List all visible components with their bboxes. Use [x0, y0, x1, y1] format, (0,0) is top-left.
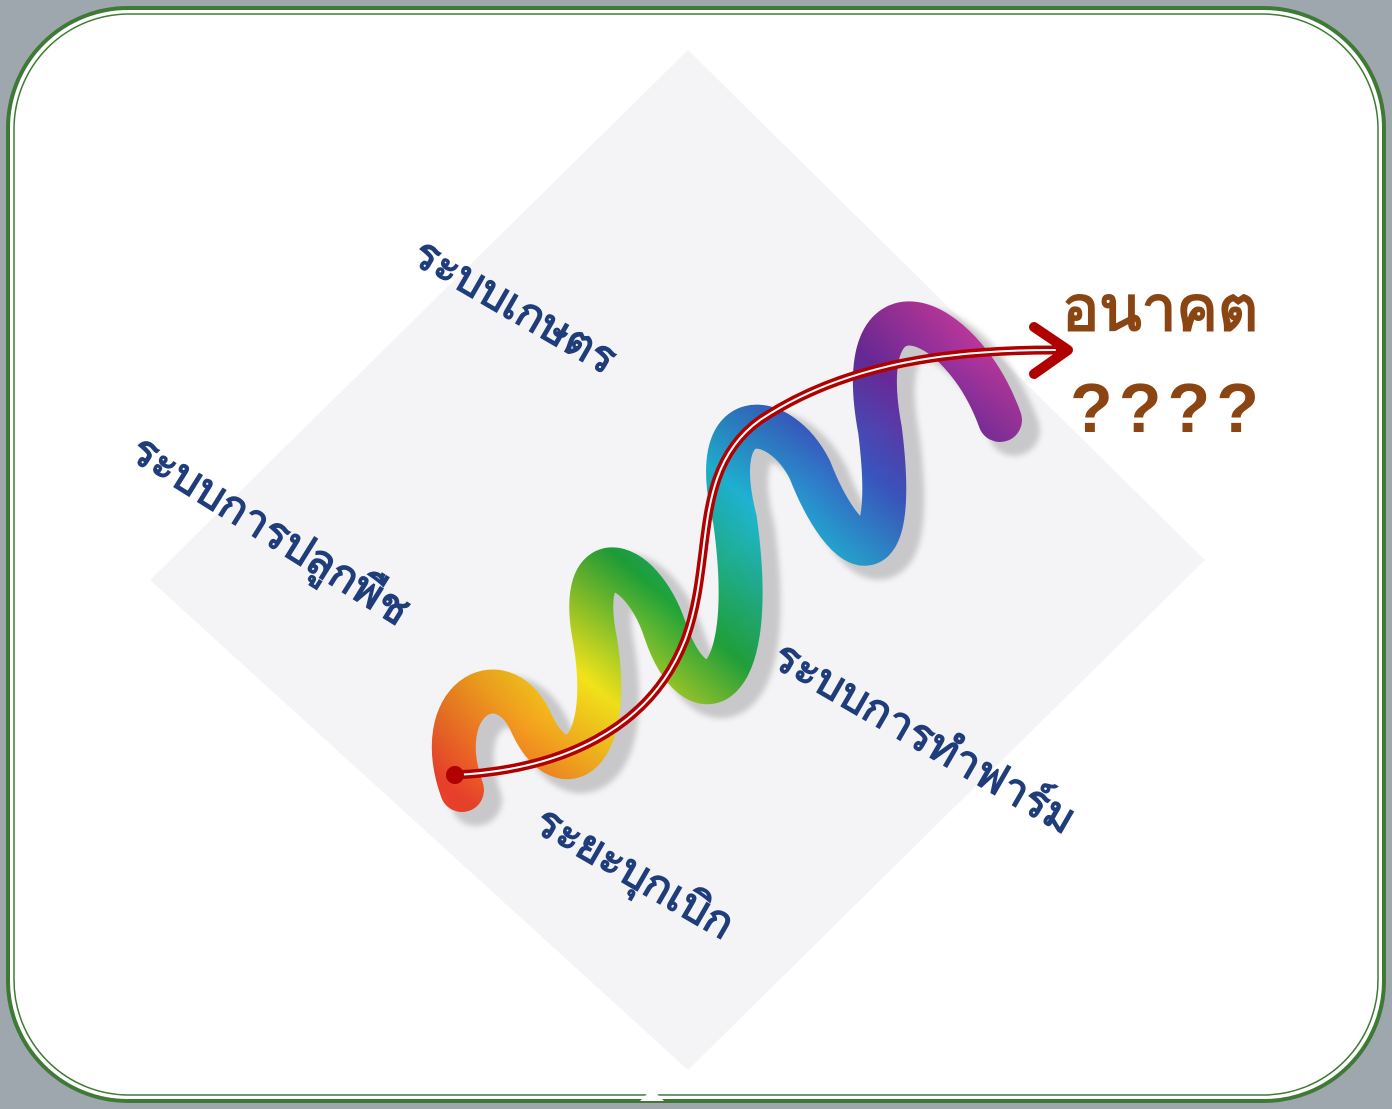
label-future: อนาคต	[1062, 272, 1258, 345]
progress-arrow-highlight	[454, 349, 1056, 776]
spiral-ribbon-shading	[431, 301, 1022, 812]
label-question: ????	[1070, 369, 1265, 447]
diamond-backdrop	[150, 50, 1205, 1070]
arrow-head-icon	[1029, 322, 1073, 379]
frame-notch	[640, 1089, 664, 1101]
arrow-tail-dot	[446, 766, 464, 784]
slide-frame-inner	[13, 13, 1379, 1096]
